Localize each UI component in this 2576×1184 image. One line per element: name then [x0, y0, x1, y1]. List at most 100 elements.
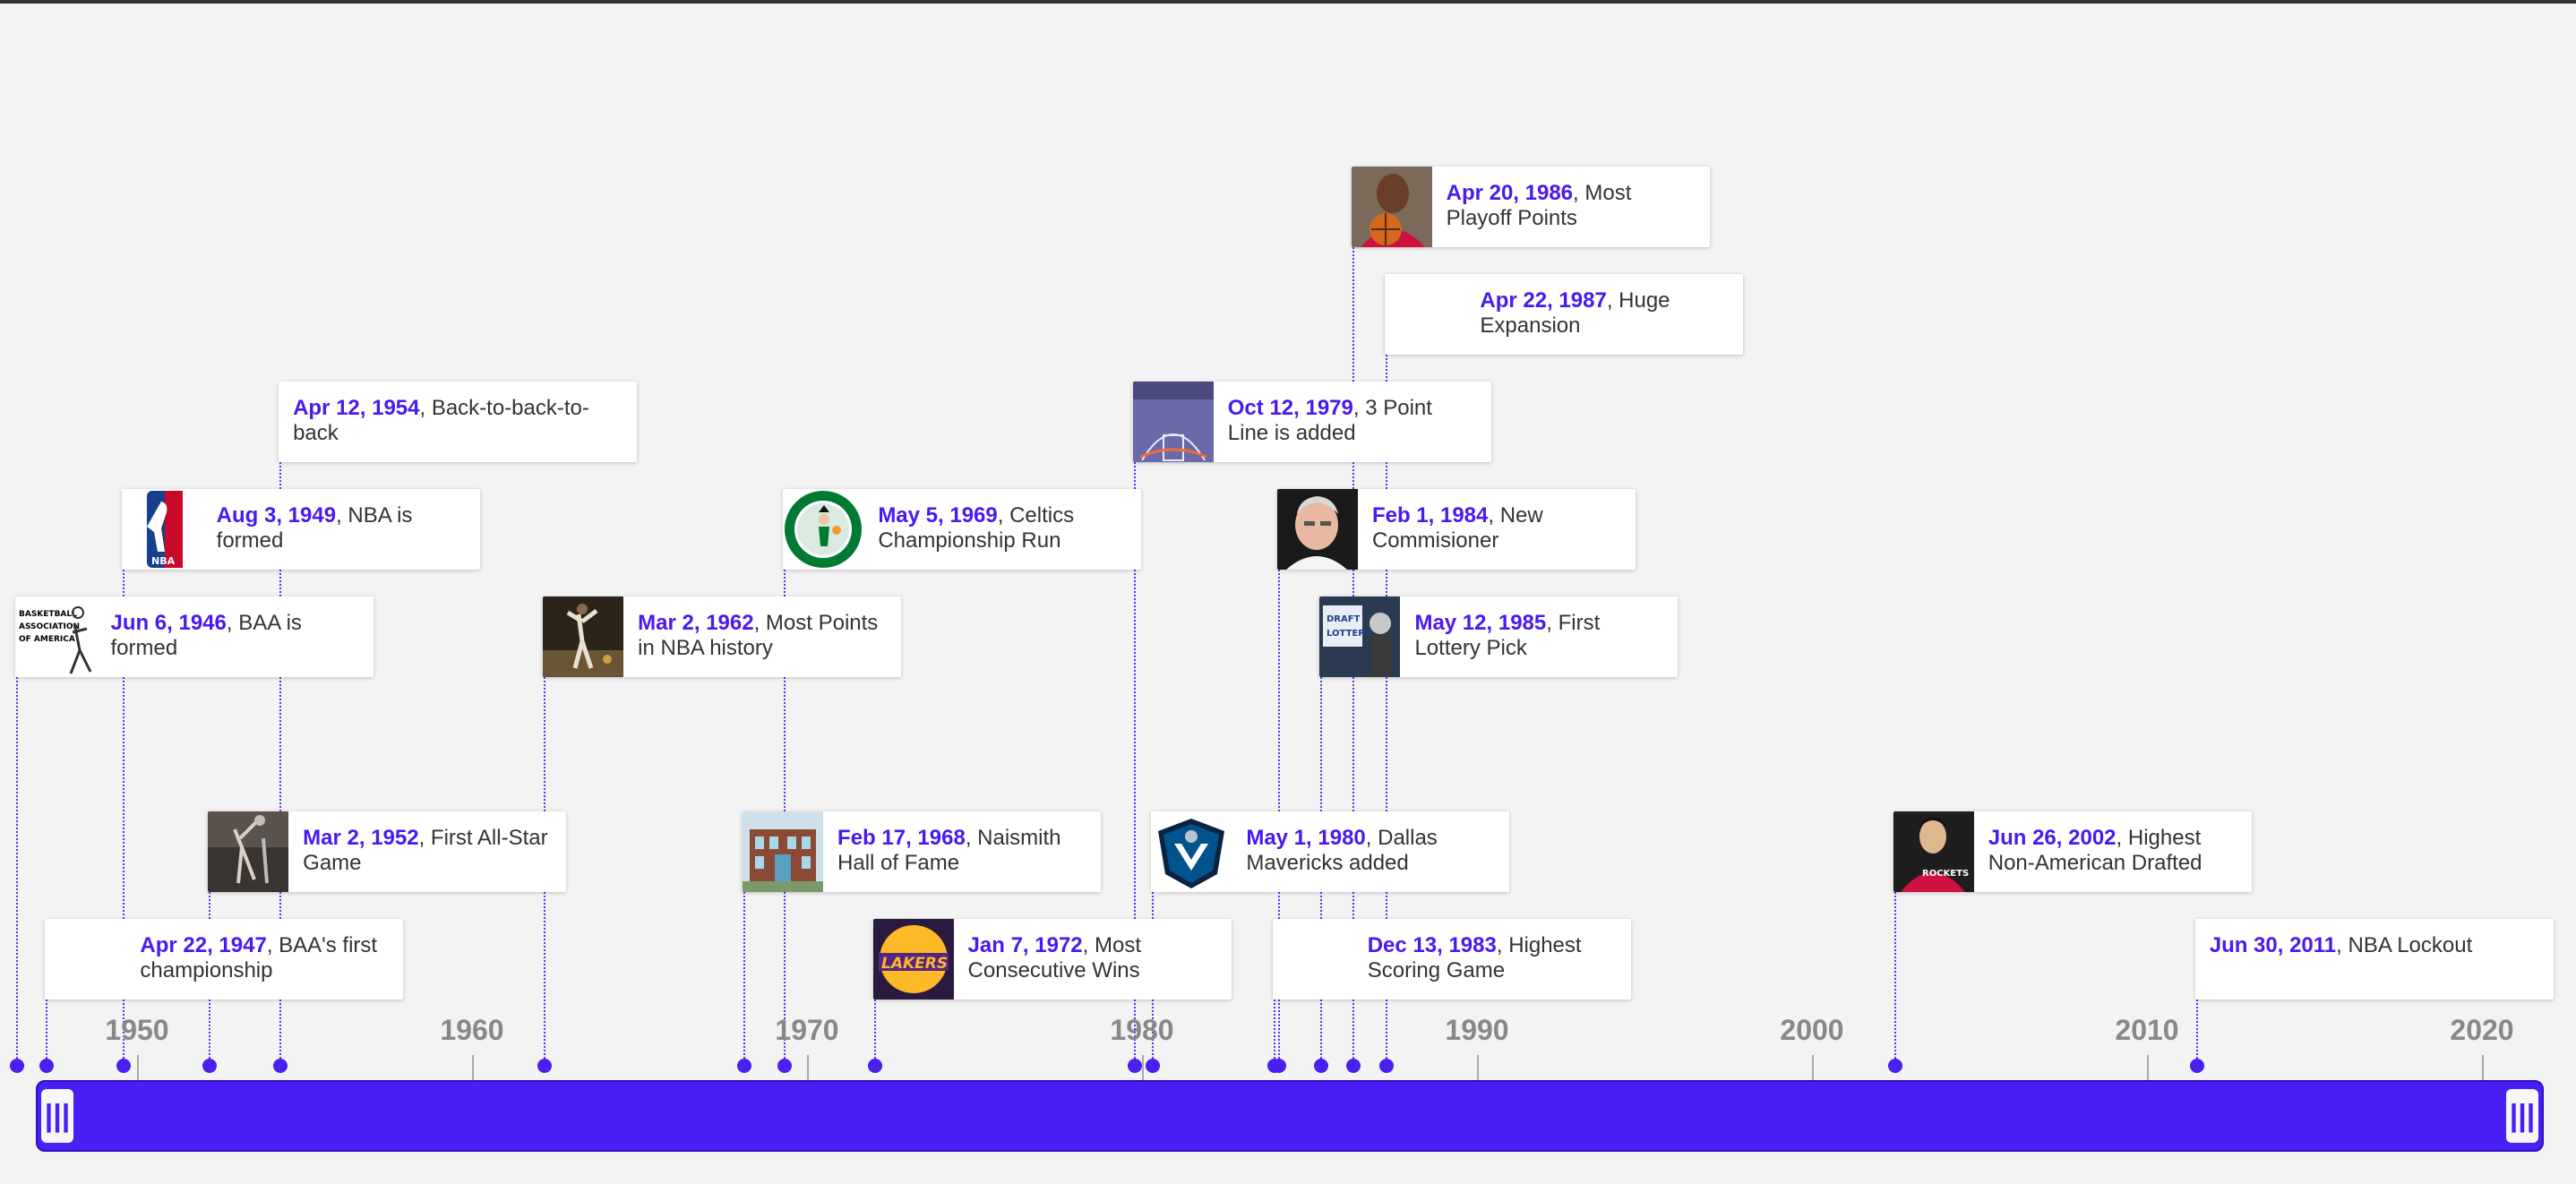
event-marker-nba-formed[interactable]: [116, 1059, 131, 1073]
event-separator: ,: [1488, 503, 1500, 528]
nba-logo-icon: NBA: [121, 489, 202, 570]
event-text: Aug 3, 1949, NBA is formed: [217, 503, 468, 553]
event-separator: ,: [1546, 611, 1558, 635]
event-card-commissioner[interactable]: Feb 1, 1984, New Commisioner: [1276, 489, 1636, 570]
event-text: Jun 26, 2002, Highest Non-American Draft…: [1988, 826, 2239, 876]
event-text: Mar 2, 1962, Most Points in NBA history: [638, 611, 889, 661]
range-end-handle[interactable]: |||: [2506, 1089, 2538, 1143]
axis-tick-label: 1980: [1110, 1014, 1174, 1046]
event-text: May 1, 1980, Dallas Mavericks added: [1246, 826, 1497, 876]
event-separator: ,: [1352, 396, 1366, 420]
event-date: Mar 2, 1952: [303, 826, 419, 850]
event-card-consecutive-wins[interactable]: LAKERS Jan 7, 1972, Most Consecutive Wins: [872, 919, 1232, 1000]
event-title: Back-to-back-to-back: [293, 396, 589, 445]
event-marker-non-american[interactable]: [1887, 1059, 1902, 1073]
event-stem-expansion: [1386, 355, 1388, 1066]
event-text: Oct 12, 1979, 3 Point Line is added: [1228, 396, 1479, 446]
event-stem-three-point: [1133, 462, 1136, 1066]
event-date: Jan 7, 1972: [967, 933, 1083, 957]
event-marker-mavericks[interactable]: [1146, 1059, 1161, 1073]
axis-tick-line: [2482, 1055, 2484, 1080]
event-date: Aug 3, 1949: [216, 503, 337, 528]
event-marker-lottery[interactable]: [1314, 1059, 1329, 1073]
event-marker-playoff-points[interactable]: [1345, 1059, 1361, 1073]
event-marker-most-points[interactable]: [537, 1059, 553, 1073]
event-card-mavericks[interactable]: May 1, 1980, Dallas Mavericks added: [1151, 811, 1510, 892]
event-title: Dallas Mavericks added: [1246, 826, 1438, 875]
event-marker-hall-of-fame[interactable]: [737, 1059, 752, 1073]
timeline-range-slider[interactable]: ||| |||: [36, 1080, 2544, 1152]
axis-tick-label: 2000: [1780, 1014, 1844, 1046]
event-separator: ,: [1496, 933, 1509, 957]
event-title: 3 Point Line is added: [1227, 396, 1432, 445]
event-card-celtics-run[interactable]: May 5, 1969, Celtics Championship Run: [783, 489, 1142, 570]
event-card-baa-championship[interactable]: Apr 22, 1947, BAA's first championship: [45, 919, 404, 1000]
event-card-most-points[interactable]: Mar 2, 1962, Most Points in NBA history: [543, 596, 902, 677]
event-separator: ,: [1606, 288, 1619, 313]
axis-tick-line: [1477, 1055, 1479, 1080]
lakers-logo-icon: LAKERS: [872, 919, 954, 1000]
event-text: Jun 6, 1946, BAA is formed: [110, 611, 361, 661]
event-text: Feb 1, 1984, New Commisioner: [1372, 503, 1623, 553]
event-text: Jun 30, 2011, NBA Lockout: [2210, 933, 2541, 958]
svg-text:ROCKETS: ROCKETS: [1922, 869, 1969, 879]
event-marker-lockout[interactable]: [2189, 1059, 2204, 1073]
event-date: Apr 20, 1986: [1446, 181, 1574, 205]
event-marker-baa-formed[interactable]: [10, 1059, 25, 1073]
svg-text:DRAFT: DRAFT: [1327, 614, 1361, 624]
event-marker-three-point[interactable]: [1127, 1059, 1142, 1073]
event-title: BAA's first championship: [140, 933, 378, 982]
event-title: Most Consecutive Wins: [967, 933, 1142, 982]
event-stem-highest-scoring: [1273, 1000, 1275, 1066]
event-stem-baa-championship: [46, 1000, 48, 1066]
event-text: Apr 22, 1987, Huge Expansion: [1480, 288, 1730, 339]
axis-tick-label: 2010: [2115, 1014, 2179, 1046]
event-stem-lockout: [2195, 1000, 2198, 1066]
event-card-first-all-star[interactable]: Mar 2, 1952, First All-Star Game: [208, 811, 567, 892]
event-card-highest-scoring[interactable]: Dec 13, 1983, Highest Scoring Game: [1272, 919, 1631, 1000]
event-card-nba-formed[interactable]: NBA Aug 3, 1949, NBA is formed: [121, 489, 480, 570]
event-title: New Commisioner: [1371, 503, 1543, 553]
event-title: Most Playoff Points: [1446, 181, 1632, 230]
mavericks-logo-icon: [1151, 811, 1232, 892]
event-title: BAA is formed: [110, 611, 302, 660]
event-marker-celtics-run[interactable]: [777, 1059, 793, 1073]
hall-building-icon: [743, 811, 824, 892]
event-separator: ,: [1082, 933, 1095, 957]
event-title: NBA Lockout: [2348, 933, 2473, 957]
range-start-handle[interactable]: |||: [41, 1089, 73, 1143]
jordan-photo-icon: [1351, 167, 1432, 247]
event-title: Highest Scoring Game: [1367, 933, 1582, 982]
event-date: Apr 22, 1987: [1480, 288, 1607, 313]
event-date: May 12, 1985: [1414, 611, 1547, 635]
axis-tick-line: [137, 1055, 139, 1080]
event-card-hall-of-fame[interactable]: Feb 17, 1968, Naismith Hall of Fame: [743, 811, 1102, 892]
event-separator: ,: [418, 826, 431, 850]
event-separator: ,: [336, 503, 348, 528]
event-card-non-american[interactable]: ROCKETS Jun 26, 2002, Highest Non-America…: [1893, 811, 2252, 892]
event-marker-expansion[interactable]: [1379, 1059, 1395, 1073]
event-marker-first-all-star[interactable]: [202, 1059, 218, 1073]
event-separator: ,: [226, 611, 239, 635]
event-card-expansion[interactable]: Apr 22, 1987, Huge Expansion: [1385, 274, 1744, 355]
event-card-back-to-back[interactable]: Apr 12, 1954, Back-to-back-to-back: [279, 382, 638, 462]
event-card-playoff-points[interactable]: Apr 20, 1986, Most Playoff Points: [1351, 167, 1710, 247]
celtics-logo-icon: [783, 489, 864, 570]
event-marker-consecutive-wins[interactable]: [867, 1059, 882, 1073]
wilt-photo-icon: [543, 596, 624, 677]
event-card-lockout[interactable]: Jun 30, 2011, NBA Lockout: [2194, 919, 2554, 1000]
axis-tick-line: [2147, 1055, 2149, 1080]
event-marker-back-to-back[interactable]: [273, 1059, 288, 1073]
event-marker-baa-championship[interactable]: [39, 1059, 55, 1073]
event-marker-commissioner[interactable]: [1271, 1059, 1286, 1073]
window-top-border: [0, 0, 2576, 4]
axis-tick-line: [1812, 1055, 1814, 1080]
axis-tick-label: 1990: [1445, 1014, 1509, 1046]
event-card-three-point[interactable]: Oct 12, 1979, 3 Point Line is added: [1132, 382, 1491, 462]
svg-text:BASKETBALL: BASKETBALL: [19, 610, 77, 619]
event-text: Dec 13, 1983, Highest Scoring Game: [1368, 933, 1619, 983]
